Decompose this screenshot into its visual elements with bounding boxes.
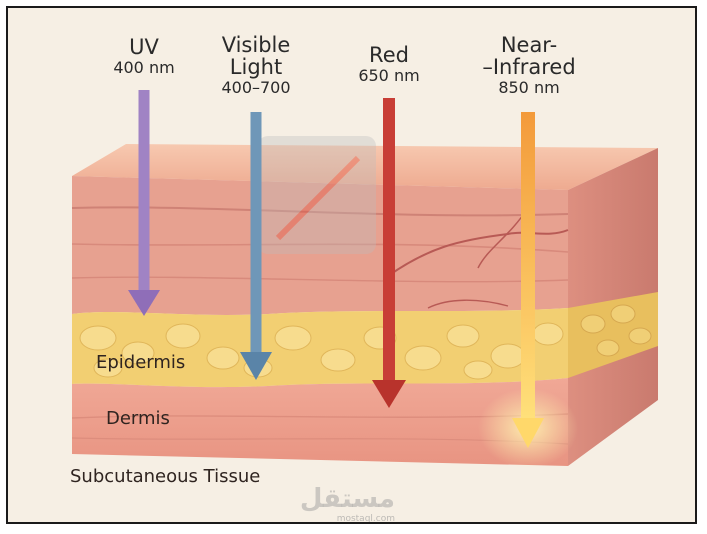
layer-label-dermis: Dermis [106, 408, 170, 429]
watermark-logo [258, 136, 376, 254]
skin-stripe [71, 243, 569, 253]
skin-top-face [72, 144, 658, 190]
deep-layer [72, 378, 568, 466]
beam-uv [128, 90, 160, 316]
watermark-text: مستقل [299, 484, 395, 514]
layer-label-epidermis: Epidermis [96, 352, 186, 373]
watermark-url: mostaql.com [336, 514, 395, 524]
skin-stripe [71, 206, 569, 217]
blood-vessel [387, 229, 569, 277]
beam-red-label: Red 650 nm [358, 43, 420, 86]
layer-label-subcutaneous: Subcutaneous Tissue [70, 466, 261, 487]
beam-red [372, 98, 406, 408]
blood-vessel [427, 299, 509, 309]
beam-uv-label: UV 400 nm [113, 35, 175, 78]
fat-side [568, 292, 658, 378]
skin-penetration-diagram [71, 90, 658, 468]
beam-near-infrared-label: Near- –Infrared 850 nm [482, 33, 576, 98]
fat-side-cells [580, 304, 652, 357]
skin-upper-band [72, 176, 568, 315]
beam-visible-light-label: Visible Light 400–700 [221, 33, 291, 98]
fat-cells [79, 322, 564, 380]
diagram-frame: UV 400 nm Visible Light 400–700 Red 650 … [6, 6, 697, 524]
beam-near-infrared [512, 112, 544, 448]
skin-stripe [71, 276, 569, 283]
beam-visible-light [240, 112, 272, 380]
